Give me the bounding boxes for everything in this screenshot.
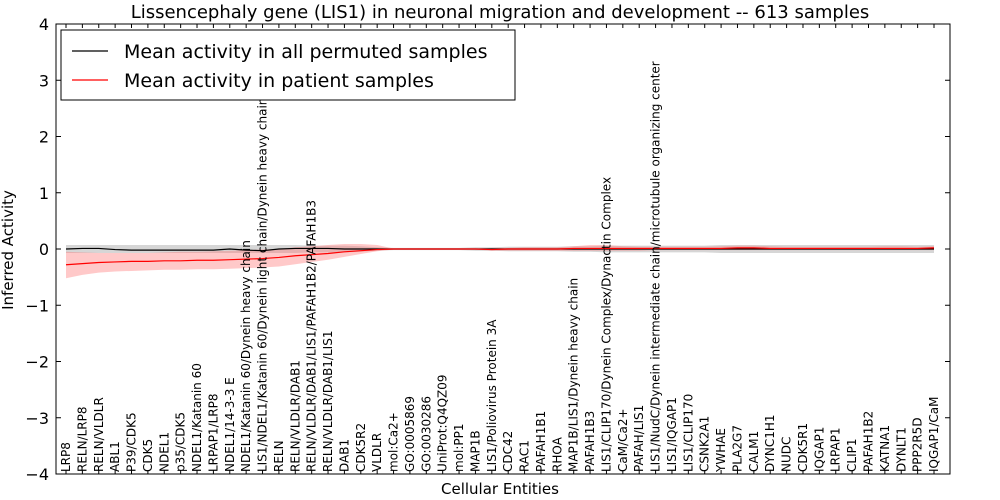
y-tick-label: 0 [39,240,49,259]
legend-box [60,29,516,101]
x-tick-label: LIS1/NDEL1/Katanin 60/Dynein light chain… [256,98,270,472]
x-tick-label: RELN/VLDLR/DAB1 [288,360,302,472]
x-tick-label: DYNLT1 [894,427,908,472]
y-tick-label: 2 [39,128,49,147]
plot-frame [55,23,951,475]
x-tick-label: PAFAH1B1 [534,411,548,472]
x-tick-label: RELN/VLDLR [92,397,106,472]
x-tick-label: PAFAH/LIS1 [632,405,646,472]
y-tick-label: 3 [39,71,49,90]
y-tick-label: −2 [25,353,49,372]
x-tick-label: NDEL1/Katanin 60 [190,363,204,472]
x-tick-label: MAP1B [468,430,482,472]
x-tick-label: GO:0030286 [419,396,433,472]
legend: Mean activity in all permuted samples Me… [60,29,516,101]
y-tick-label: −1 [25,296,49,315]
x-tick-label: PPP2R5D [911,417,925,472]
x-tick-label: CDC42 [501,431,515,472]
x-tick-label: P39/CDK5 [125,412,139,472]
y-tick-label: −3 [25,409,49,428]
y-axis-label: Inferred Activity [0,190,17,310]
x-tick-label: PAFAH1B2 [861,411,875,472]
x-tick-label: LRPAP1/LRP8 [206,393,220,472]
chart-title: Lissencephaly gene (LIS1) in neuronal mi… [131,2,870,23]
x-tick-label: RHOA [550,436,564,472]
x-tick-label: RELN/LRP8 [75,406,89,472]
y-tick-label: −4 [25,465,49,484]
x-tick-label: CaM/Ca2+ [616,408,630,472]
y-axis-ticks: −4 −3 −2 −1 0 1 2 3 4 [25,15,950,484]
y-tick-label: 4 [39,15,49,34]
x-tick-label: PAFAH1B3 [583,411,597,472]
x-tick-label: ABL1 [108,441,122,472]
x-tick-label: mol:Ca2+ [387,412,401,472]
x-tick-label: LIS1/IQGAP1 [665,397,679,472]
x-tick-label: GO:0005869 [403,396,417,472]
series-lines [65,247,935,266]
x-tick-label: VLDLR [370,433,384,472]
x-tick-label: MAP1B/LIS1/Dynein heavy chain [567,278,581,472]
x-tick-label: DYNC1H1 [763,414,777,472]
x-tick-label: IQGAP1 [812,427,826,472]
x-tick-label: LIS1/CLIP170/Dynein Complex/Dynactin Com… [599,177,613,472]
series-band-1 [66,243,934,279]
x-axis-label: Cellular Entities [441,480,559,498]
x-tick-label: CDK5R2 [354,423,368,472]
x-tick-label: LIS1/NudC/Dynein intermediate chain/micr… [649,61,663,472]
x-tick-label: p35/CDK5 [174,412,188,472]
x-tick-label: CALM1 [747,431,761,472]
x-tick-label: RAC1 [518,440,532,472]
x-tick-label: NUDC [780,437,794,472]
x-tick-label: LRPAP1 [829,427,843,472]
x-tick-label: RELN/VLDLR/DAB1/LIS1/PAFAH1B2/PAFAH1B3 [305,200,319,472]
x-tick-label: KATNA1 [878,425,892,472]
x-tick-label: NDEL1/14-3-3 E [223,377,237,472]
x-tick-label: LIS1/CLIP170 [681,394,695,472]
series-line-1 [65,247,935,266]
x-tick-label: mol:PP1 [452,423,466,472]
x-tick-label: CDK5R1 [796,423,810,472]
x-tick-label: CDK5 [141,439,155,472]
x-tick-label: NDEL1 [157,432,171,472]
x-tick-label: RELN [272,440,286,472]
x-tick-label: CSNK2A1 [698,416,712,472]
x-tick-label: YWHAE [714,428,728,473]
y-tick-label: 1 [39,184,49,203]
x-tick-label: IQGAP1/CaM [927,397,941,473]
x-tick-label: LIS1/Poliovirus Protein 3A [485,319,499,472]
x-tick-label: DAB1 [337,439,351,472]
x-tick-label: UniProt:Q4QZ09 [436,374,450,472]
x-tick-label: LRP8 [59,442,73,472]
x-tick-label: CLIP1 [845,439,859,472]
legend-label: Mean activity in patient samples [124,70,434,92]
x-tick-label: NDEL1/Katanin 60/Dynein heavy chain [239,240,253,472]
x-tick-label: PLA2G7 [730,425,744,472]
x-tick-label: RELN/VLDLR/DAB1/LIS1 [321,331,335,472]
legend-label: Mean activity in all permuted samples [124,41,487,63]
